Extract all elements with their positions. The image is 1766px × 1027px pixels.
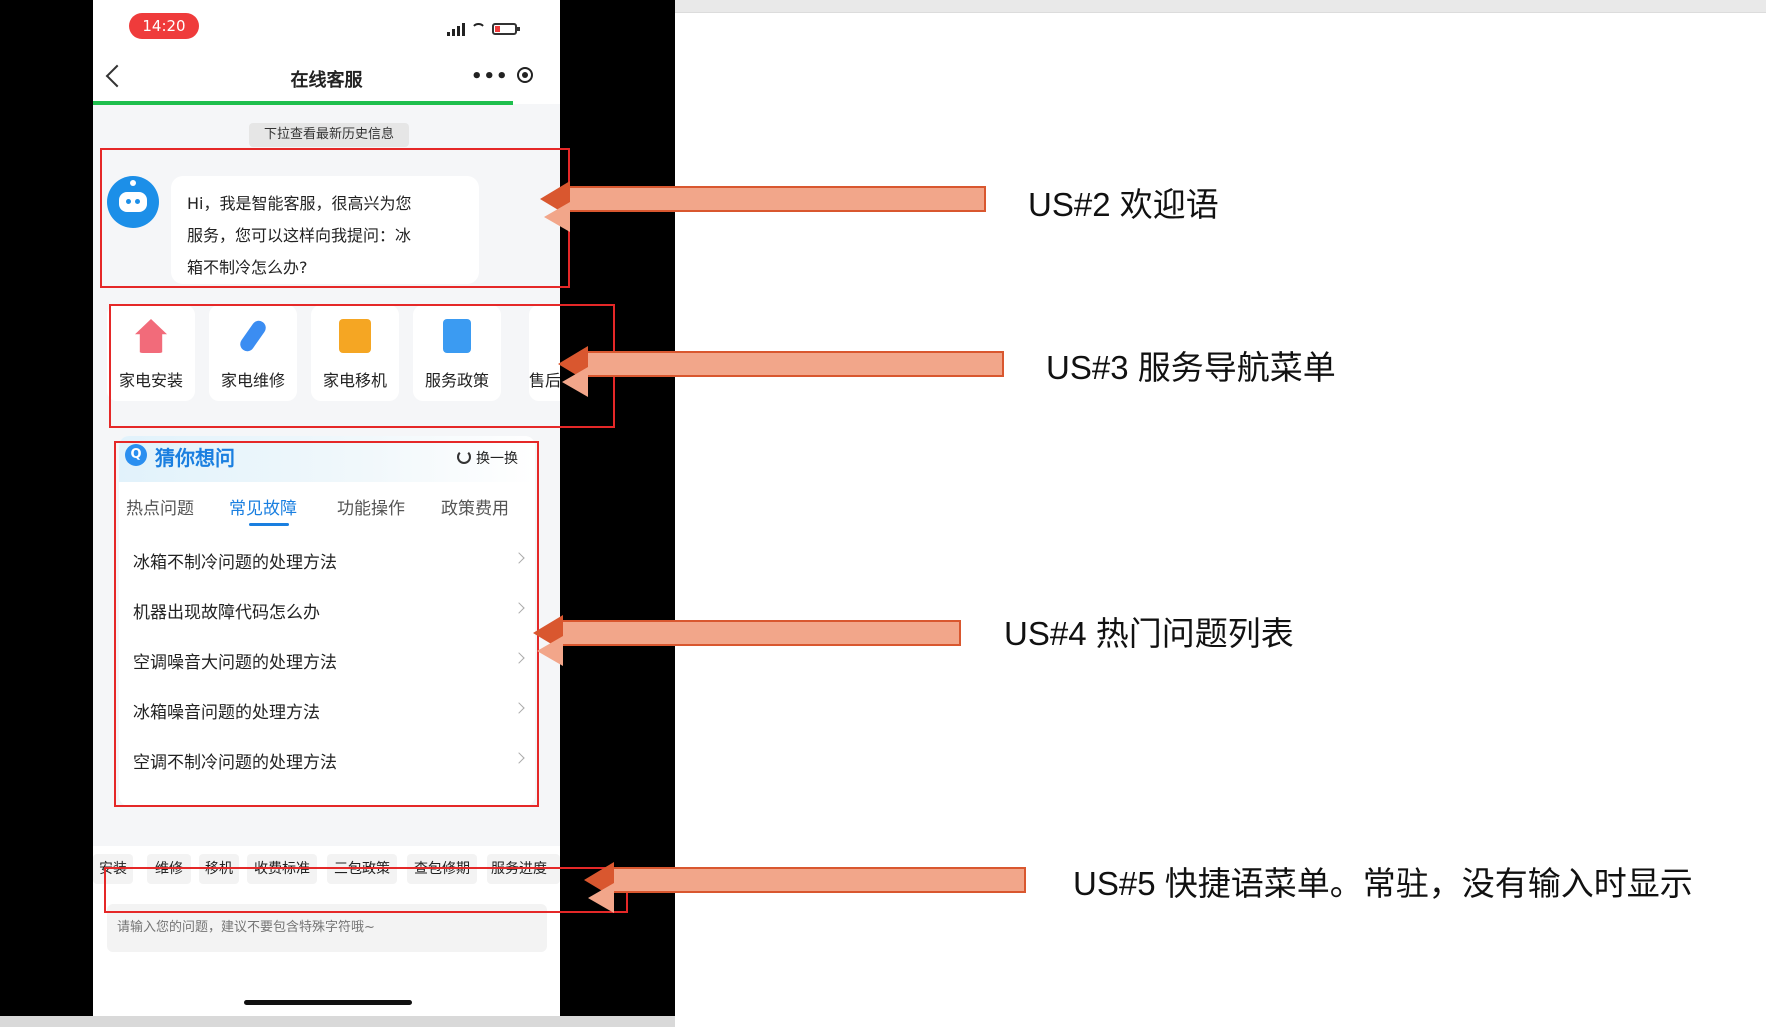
arrow-us2 — [540, 181, 986, 232]
shortcut-chip[interactable]: 收费标准 — [247, 854, 317, 884]
document-icon — [443, 319, 471, 353]
service-label: 家电安装 — [118, 371, 183, 390]
annotation-us5: US#5 快捷语菜单。常驻，没有输入时显示 — [1073, 865, 1693, 902]
arrow-left-icon — [584, 862, 614, 913]
welcome-line: Hi，我是智能客服，很高兴为您 — [187, 194, 412, 213]
question-text: 冰箱噪音问题的处理方法 — [133, 703, 320, 723]
status-bar: 14:20 — [93, 0, 560, 54]
guess-questions-card: Q 猜你想问 换一换 热点问题 常见故障 功能操作 政策费用 冰箱不制冷问题的处… — [119, 436, 535, 806]
more-icon[interactable]: ••• — [471, 66, 509, 87]
highlight-box-shortcuts — [104, 867, 628, 913]
welcome-text: Hi，我是智能客服，很高兴为您 服务，您可以这样向我提问：冰 箱不制冷怎么办? — [187, 188, 467, 284]
shortcut-bar: 安装 维修 移机 收费标准 三包政策 查包修期 服务进度 — [93, 846, 560, 892]
question-row[interactable]: 冰箱噪音问题的处理方法 — [119, 684, 535, 734]
tab-policy-fees[interactable]: 政策费用 — [441, 499, 509, 519]
question-row[interactable]: 空调不制冷问题的处理方法 — [119, 734, 535, 784]
question-text: 冰箱不制冷问题的处理方法 — [133, 553, 337, 573]
question-text: 空调不制冷问题的处理方法 — [133, 753, 337, 773]
question-text: 空调噪音大问题的处理方法 — [133, 653, 337, 673]
service-item-install[interactable]: 家电安装 — [107, 305, 195, 401]
arrow-us4 — [533, 615, 961, 666]
service-item-partial[interactable]: 售后 — [529, 305, 560, 401]
robot-eye-right — [135, 199, 140, 204]
welcome-message: Hi，我是智能客服，很高兴为您 服务，您可以这样向我提问：冰 箱不制冷怎么办? — [171, 176, 479, 284]
robot-antenna-icon — [130, 180, 136, 186]
arrow-us5 — [584, 862, 1026, 913]
loading-progress-bar — [93, 101, 513, 105]
annotation-us2: US#2 欢迎语 — [1028, 186, 1219, 223]
question-bubble-icon: Q — [125, 444, 147, 466]
highlight-box-service-nav — [109, 304, 615, 428]
bot-avatar — [107, 176, 159, 228]
shortcut-chip[interactable]: 维修 — [147, 854, 191, 884]
status-time: 14:20 — [129, 13, 199, 39]
service-label: 家电维修 — [220, 371, 285, 390]
welcome-line: 服务，您可以这样向我提问：冰 — [187, 226, 412, 245]
tab-function-ops[interactable]: 功能操作 — [337, 499, 405, 519]
active-tab-indicator — [249, 523, 289, 526]
service-item-policy[interactable]: 服务政策 — [413, 305, 501, 401]
welcome-line: 箱不制冷怎么办? — [187, 258, 308, 277]
annotation-us4: US#4 热门问题列表 — [1004, 615, 1294, 652]
question-row[interactable]: 空调噪音大问题的处理方法 — [119, 634, 535, 684]
shortcut-chip[interactable]: 服务进度 — [487, 854, 560, 884]
nav-bar: 在线客服 ••• — [93, 54, 560, 104]
arrow-us3 — [558, 346, 1004, 397]
highlight-box-hot-questions — [114, 441, 539, 807]
shortcut-chip[interactable]: 三包政策 — [327, 854, 397, 884]
service-label: 服务政策 — [424, 371, 489, 390]
service-item-repair[interactable]: 家电维修 — [209, 305, 297, 401]
guess-header: Q 猜你想问 换一换 — [119, 436, 535, 482]
refresh-button[interactable]: 换一换 — [476, 451, 518, 467]
question-row[interactable]: 冰箱不制冷问题的处理方法 — [119, 534, 535, 584]
battery-icon — [492, 23, 520, 35]
signal-icon — [447, 22, 465, 36]
tab-common-faults[interactable]: 常见故障 — [229, 499, 297, 519]
move-box-icon — [339, 319, 371, 353]
shortcut-chip[interactable]: 安装 — [93, 854, 133, 884]
annotation-us3: US#3 服务导航菜单 — [1046, 349, 1336, 386]
robot-icon — [119, 192, 147, 212]
wifi-icon — [471, 23, 487, 35]
question-text: 机器出现故障代码怎么办 — [133, 603, 320, 623]
service-item-relocate[interactable]: 家电移机 — [311, 305, 399, 401]
arrow-left-icon — [558, 346, 588, 397]
tab-hot-questions[interactable]: 热点问题 — [126, 499, 194, 519]
arrow-left-icon — [533, 615, 563, 666]
service-label: 售后 — [529, 371, 560, 390]
refresh-icon[interactable] — [457, 450, 471, 464]
service-label: 家电移机 — [322, 371, 387, 390]
close-miniapp-icon[interactable] — [517, 67, 533, 83]
history-hint[interactable]: 下拉查看最新历史信息 — [249, 123, 409, 147]
arrow-shaft — [566, 186, 986, 212]
highlight-box-welcome — [100, 148, 570, 288]
canvas-bottom-edge — [0, 1016, 675, 1027]
arrow-shaft — [610, 867, 1026, 893]
question-row[interactable]: 机器出现故障代码怎么办 — [119, 584, 535, 634]
arrow-left-icon — [540, 181, 570, 232]
shortcut-chip[interactable]: 查包修期 — [407, 854, 477, 884]
home-indicator — [244, 1000, 412, 1005]
guess-title: 猜你想问 — [155, 446, 235, 470]
arrow-shaft — [584, 351, 1004, 377]
page-title: 在线客服 — [290, 70, 363, 91]
robot-eye-left — [126, 199, 131, 204]
shortcut-chip[interactable]: 移机 — [199, 854, 239, 884]
canvas-top-edge — [675, 0, 1766, 13]
status-icons — [447, 20, 520, 38]
arrow-shaft — [559, 620, 961, 646]
